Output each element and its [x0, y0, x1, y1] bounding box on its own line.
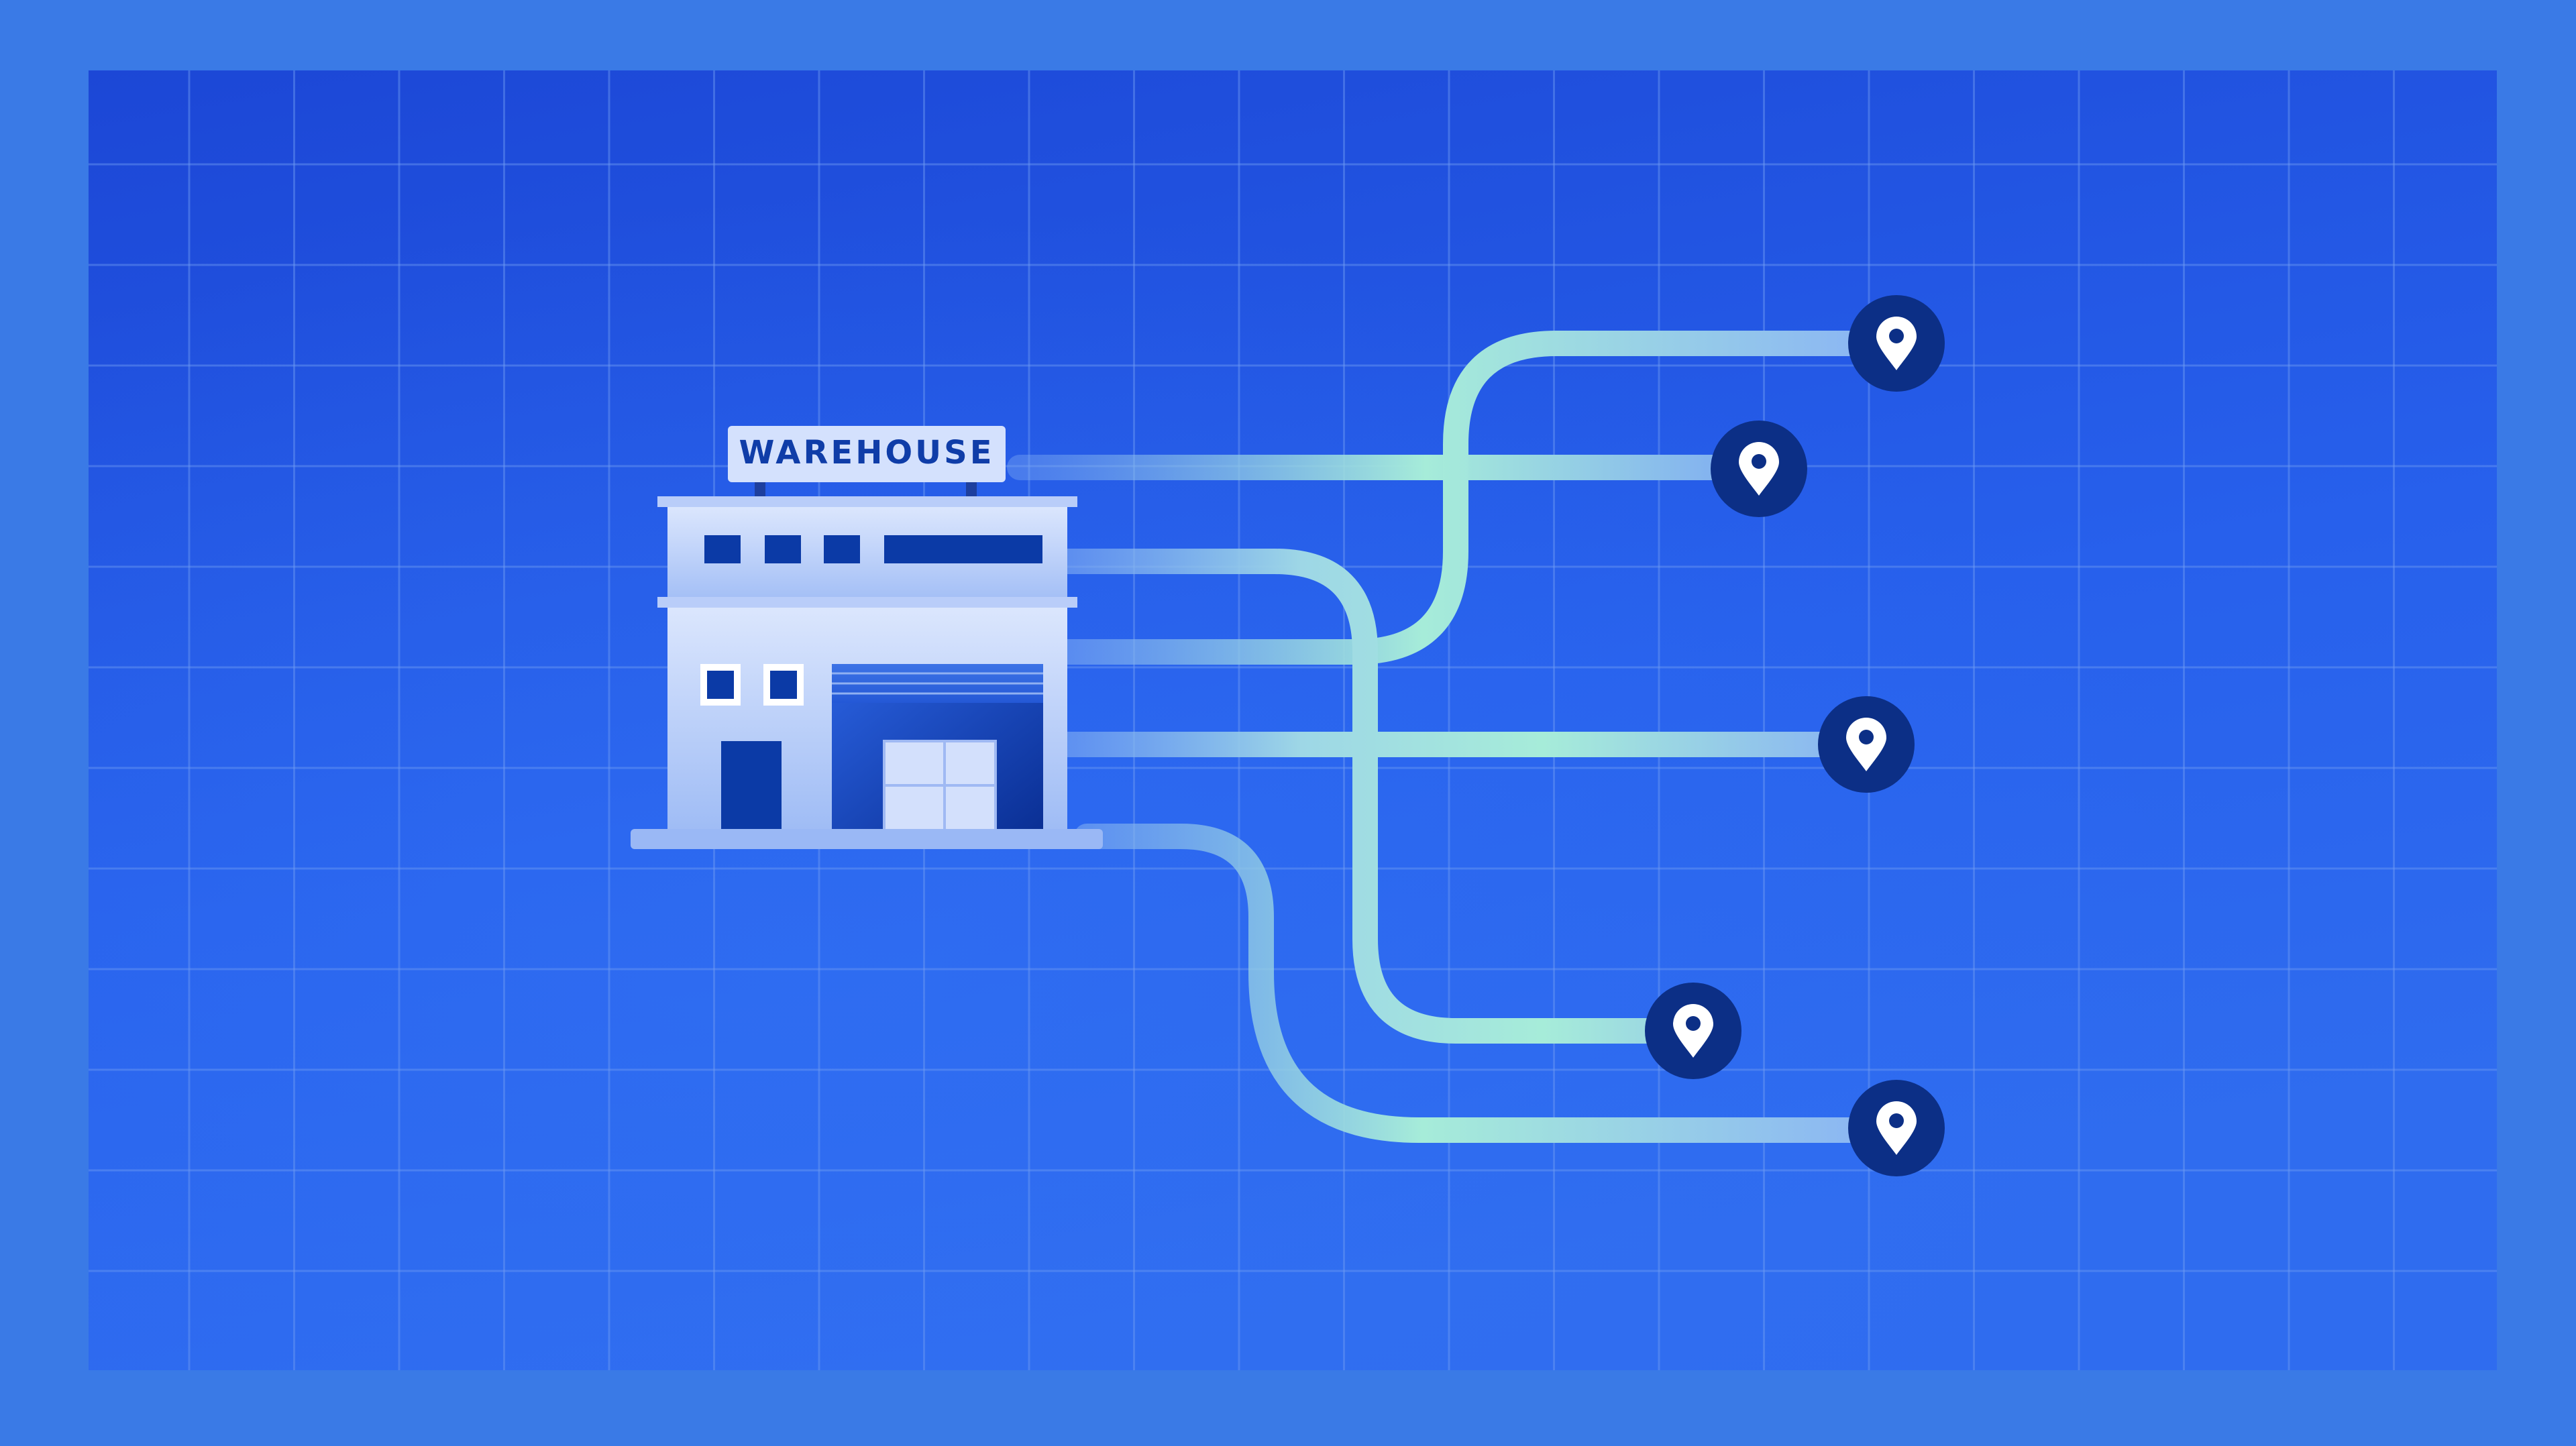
destination-pins — [1645, 295, 1945, 1176]
window — [884, 535, 1042, 563]
route-4-line — [1054, 549, 1670, 1044]
warehouse-base — [631, 829, 1103, 849]
entrance-door — [721, 741, 782, 830]
warehouse-sign — [728, 426, 1006, 482]
cargo-boxes — [883, 740, 997, 832]
warehouse-sign-label: WAREHOUSE — [739, 434, 995, 471]
pin-hole — [1889, 1113, 1904, 1128]
pin-hole — [1752, 454, 1766, 469]
route-5-line — [1074, 824, 1864, 1143]
grid-panel — [89, 70, 2497, 1370]
destination-pin-5 — [1848, 1080, 1945, 1176]
routes — [1007, 331, 1864, 1143]
destination-pin-1 — [1848, 295, 1945, 392]
pin-hole — [1686, 1016, 1701, 1031]
pin-hole — [1889, 329, 1904, 343]
warehouse-building: WAREHOUSE — [631, 426, 1103, 849]
window — [824, 535, 860, 563]
destination-pin-3 — [1818, 696, 1915, 793]
destination-pin-2 — [1711, 421, 1807, 517]
grid-lines — [89, 70, 2497, 1370]
route-1-line — [1054, 331, 1864, 665]
window — [765, 535, 801, 563]
pin-hole — [1859, 730, 1874, 744]
destination-pin-4 — [1645, 983, 1741, 1079]
window — [704, 535, 741, 563]
